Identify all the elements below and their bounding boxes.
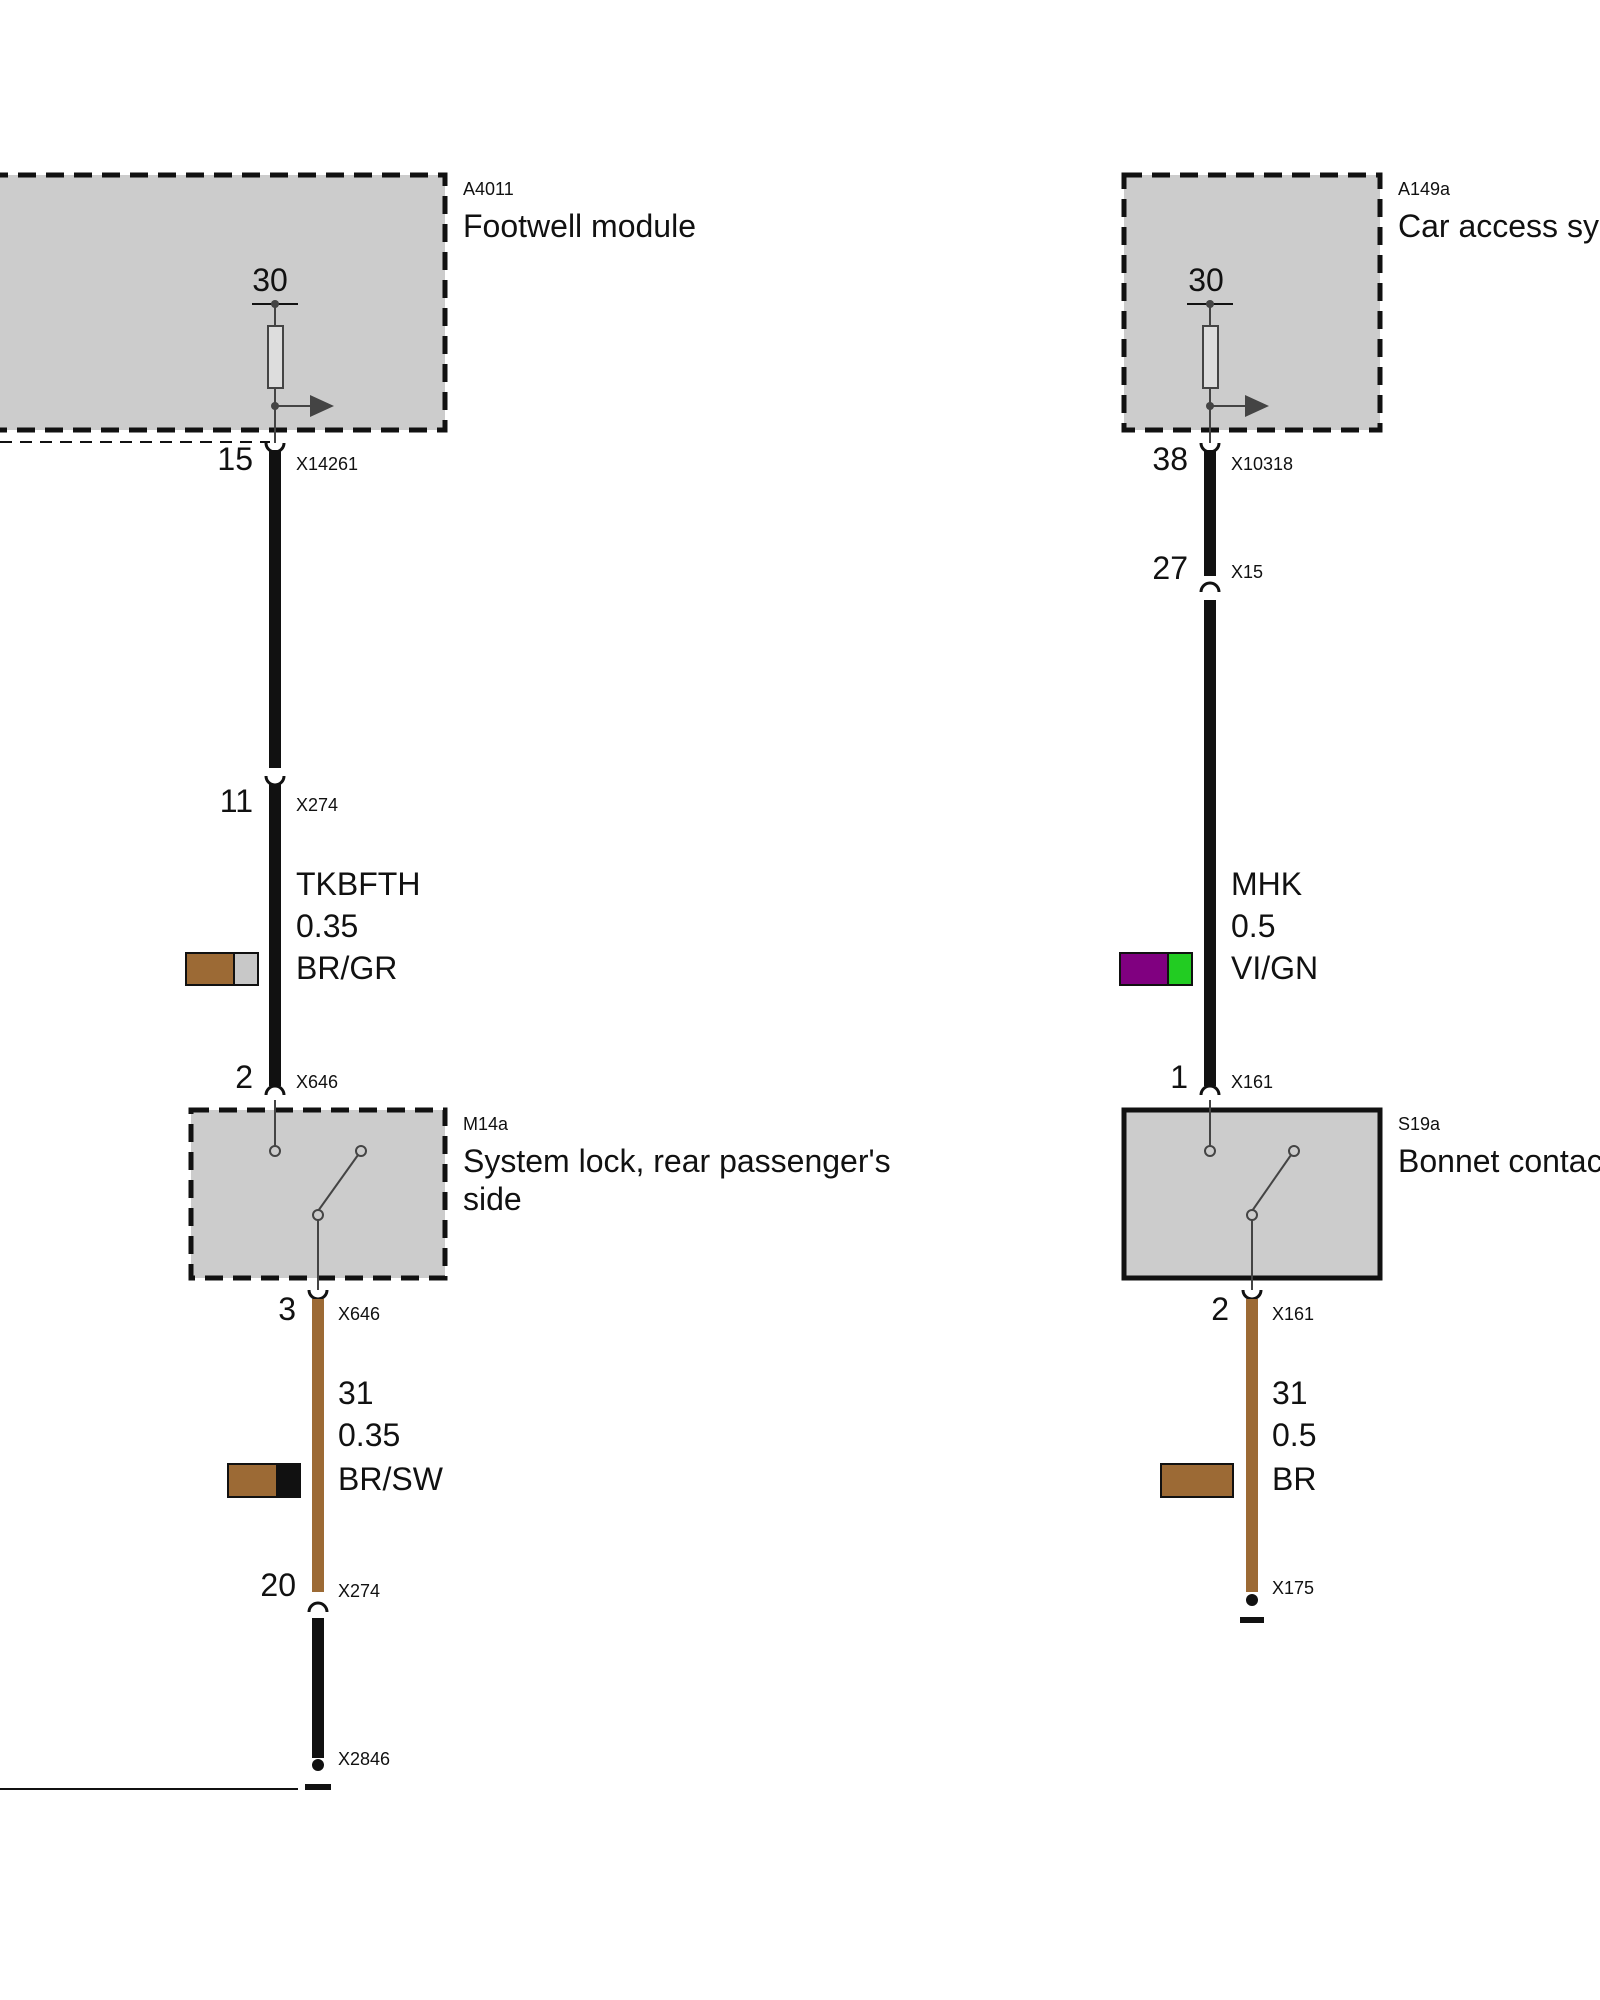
system-lock-name-line1: System lock, rear passenger's (463, 1143, 891, 1179)
wire-mhk-gauge: 0.5 (1231, 908, 1275, 944)
wire-31-right-color: BR (1272, 1461, 1316, 1497)
connector-x274-bottom (307, 1601, 329, 1613)
connector-x161-bottom (1241, 1289, 1263, 1301)
system-lock-name-line2: side (463, 1181, 522, 1217)
bonnet-contact-name: Bonnet contac (1398, 1143, 1600, 1179)
wire-tkbfth-swatch (185, 952, 259, 986)
wire-31-right-gauge: 0.5 (1272, 1417, 1316, 1453)
system-lock-switch-symbol (269, 1100, 367, 1290)
connector-x161-top (1199, 1084, 1221, 1096)
connector-x274-top (264, 775, 286, 787)
connector-label-x14261: X14261 (296, 454, 358, 474)
wire-mhk-color: VI/GN (1231, 950, 1318, 986)
wire-tkbfth-gauge: 0.35 (296, 908, 358, 944)
footwell-module-id: A4011 (463, 179, 514, 199)
footwell-module-box[interactable] (0, 172, 448, 433)
wire-mhk-signal: MHK (1231, 866, 1302, 902)
footwell-terminal-30: 30 (252, 262, 288, 298)
pin-38: 38 (1152, 441, 1188, 477)
ground-x2846 (305, 1759, 331, 1790)
pin-3: 3 (278, 1291, 296, 1327)
wire-31-left-color: BR/SW (338, 1461, 444, 1497)
wire-31-right-swatch (1160, 1463, 1234, 1498)
connector-label-x161-bottom: X161 (1272, 1304, 1314, 1324)
connector-label-x274-top: X274 (296, 795, 338, 815)
connector-label-x646-bottom: X646 (338, 1304, 380, 1324)
bonnet-switch-symbol (1204, 1100, 1300, 1290)
wire-tkbfth-color: BR/GR (296, 950, 397, 986)
footwell-module-name: Footwell module (463, 208, 696, 244)
connector-label-x15: X15 (1231, 562, 1263, 582)
connector-x15 (1199, 581, 1221, 593)
pin-27: 27 (1152, 550, 1188, 586)
pin-2-bottom: 2 (1211, 1291, 1229, 1327)
connector-label-x10318: X10318 (1231, 454, 1293, 474)
car-access-box[interactable] (1121, 172, 1383, 433)
wire-mhk-swatch (1119, 952, 1193, 986)
bonnet-contact-id: S19a (1398, 1114, 1441, 1134)
wire-31-left-swatch (227, 1463, 301, 1498)
car-access-fuse-symbol (1187, 300, 1269, 443)
wire-tkbfth-signal: TKBFTH (296, 866, 420, 902)
ground-x175 (1240, 1594, 1264, 1623)
connector-label-x274-bottom: X274 (338, 1581, 380, 1601)
pin-11: 11 (220, 783, 253, 819)
wire-31-left-signal: 31 (338, 1375, 374, 1411)
car-access-id: A149a (1398, 179, 1451, 199)
wire-31-left-gauge: 0.35 (338, 1417, 400, 1453)
car-access-name: Car access sy (1398, 208, 1599, 244)
footwell-fuse-symbol (252, 300, 334, 443)
car-access-terminal-30: 30 (1188, 262, 1224, 298)
connector-label-x2846: X2846 (338, 1749, 390, 1769)
connector-label-x175: X175 (1272, 1578, 1314, 1598)
connector-x646-top (264, 1084, 286, 1096)
wire-31-right-signal: 31 (1272, 1375, 1308, 1411)
connector-label-x161-top: X161 (1231, 1072, 1273, 1092)
pin-15: 15 (217, 441, 253, 477)
connector-x646-bottom (307, 1289, 329, 1301)
pin-1: 1 (1170, 1059, 1188, 1095)
pin-2: 2 (235, 1059, 253, 1095)
system-lock-id: M14a (463, 1114, 509, 1134)
connector-label-x646-top: X646 (296, 1072, 338, 1092)
pin-20: 20 (260, 1567, 296, 1603)
